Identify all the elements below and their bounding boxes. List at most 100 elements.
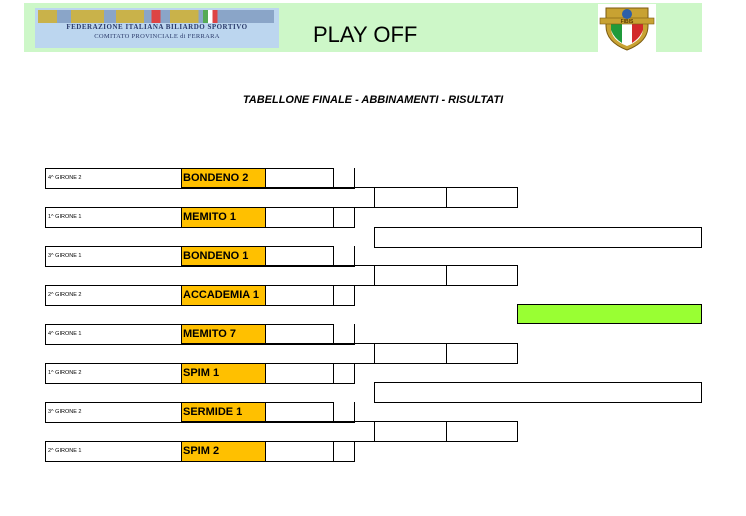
- qf-bottom-line: [181, 441, 518, 442]
- row-divider: [265, 246, 266, 266]
- qf-divider: [374, 343, 375, 363]
- qf-divider: [374, 421, 375, 441]
- row-bottom-line: [45, 383, 355, 384]
- row-bottom-line: [45, 227, 355, 228]
- row-divider: [333, 207, 334, 227]
- team-cell: BONDENO 2: [181, 169, 265, 188]
- team-cell: SPIM 2: [181, 442, 265, 461]
- row-divider: [181, 285, 182, 305]
- sf-divider: [701, 382, 702, 402]
- row-divider: [181, 402, 182, 422]
- qf-divider: [446, 343, 447, 363]
- qf-top-line: [181, 343, 518, 344]
- seed-label: 1^ GIRONE 1: [48, 214, 82, 220]
- qf-top-line: [181, 265, 518, 266]
- row-bottom-line: [45, 188, 355, 189]
- row-divider: [181, 207, 182, 227]
- qf-divider: [374, 187, 375, 207]
- row-divider: [354, 246, 355, 266]
- row-left-line: [45, 363, 46, 383]
- final-cell: [517, 304, 702, 324]
- qf-bottom-line: [181, 363, 518, 364]
- row-bottom-line: [45, 344, 355, 345]
- qf-bottom-line: [181, 285, 518, 286]
- committee-name: COMITATO PROVINCIALE di FERRARA: [94, 33, 220, 40]
- row-left-line: [45, 402, 46, 422]
- row-divider: [333, 363, 334, 383]
- qf-divider: [517, 421, 518, 441]
- qf-divider: [517, 187, 518, 207]
- row-left-line: [45, 324, 46, 344]
- row-divider: [265, 402, 266, 422]
- team-cell: SPIM 1: [181, 364, 265, 383]
- row-left-line: [45, 441, 46, 461]
- qf-top-line: [181, 421, 518, 422]
- row-divider: [333, 168, 334, 188]
- federation-name: FEDERAZIONE ITALIANA BILIARDO SPORTIVO: [66, 23, 248, 31]
- bracket-subtitle: TABELLONE FINALE - ABBINAMENTI - RISULTA…: [242, 94, 504, 106]
- seed-label: 3^ GIRONE 2: [48, 409, 82, 415]
- seed-label: 1^ GIRONE 2: [48, 370, 82, 376]
- row-divider: [265, 441, 266, 461]
- seed-label: 2^ GIRONE 1: [48, 448, 82, 454]
- row-divider: [333, 246, 334, 266]
- row-divider: [354, 324, 355, 344]
- row-divider: [333, 324, 334, 344]
- row-divider: [265, 207, 266, 227]
- sf-divider: [374, 227, 375, 247]
- team-cell: MEMITO 1: [181, 208, 265, 227]
- page-title: PLAY OFF: [313, 22, 418, 47]
- qf-bottom-line: [181, 207, 518, 208]
- row-divider: [354, 285, 355, 305]
- row-bottom-line: [45, 461, 355, 462]
- row-divider: [354, 168, 355, 188]
- federation-logo-emblems: [38, 10, 274, 23]
- row-divider: [333, 441, 334, 461]
- shield-text: FIBIS: [621, 19, 634, 25]
- row-top-line: [45, 324, 333, 325]
- row-divider: [354, 402, 355, 422]
- row-top-line: [45, 168, 333, 169]
- row-bottom-line: [45, 305, 355, 306]
- row-left-line: [45, 207, 46, 227]
- fibis-shield-icon: FIBIS: [598, 4, 656, 52]
- row-divider: [265, 168, 266, 188]
- sf-bottom-line: [374, 402, 702, 403]
- row-divider: [181, 168, 182, 188]
- row-divider: [333, 402, 334, 422]
- sf-bottom-line: [374, 247, 702, 248]
- seed-label: 4^ GIRONE 2: [48, 175, 82, 181]
- row-divider: [265, 285, 266, 305]
- team-cell: ACCADEMIA 1: [181, 286, 265, 305]
- seed-label: 3^ GIRONE 1: [48, 253, 82, 259]
- team-cell: BONDENO 1: [181, 247, 265, 266]
- row-bottom-line: [45, 266, 355, 267]
- row-divider: [265, 363, 266, 383]
- seed-label: 4^ GIRONE 1: [48, 331, 82, 337]
- row-divider: [181, 441, 182, 461]
- sf-top-line: [374, 227, 702, 228]
- row-divider: [265, 324, 266, 344]
- row-top-line: [45, 246, 333, 247]
- qf-divider: [374, 265, 375, 285]
- qf-divider: [446, 421, 447, 441]
- seed-label: 2^ GIRONE 2: [48, 292, 82, 298]
- row-divider: [181, 363, 182, 383]
- qf-top-line: [181, 187, 518, 188]
- row-divider: [354, 363, 355, 383]
- row-top-line: [45, 402, 333, 403]
- team-cell: SERMIDE 1: [181, 403, 265, 422]
- row-bottom-line: [45, 422, 355, 423]
- sf-divider: [701, 227, 702, 247]
- row-left-line: [45, 285, 46, 305]
- row-left-line: [45, 246, 46, 266]
- qf-divider: [517, 343, 518, 363]
- sf-divider: [374, 382, 375, 402]
- row-divider: [333, 285, 334, 305]
- row-divider: [354, 441, 355, 461]
- row-divider: [181, 324, 182, 344]
- row-divider: [354, 207, 355, 227]
- team-cell: MEMITO 7: [181, 325, 265, 344]
- row-left-line: [45, 168, 46, 188]
- qf-divider: [517, 265, 518, 285]
